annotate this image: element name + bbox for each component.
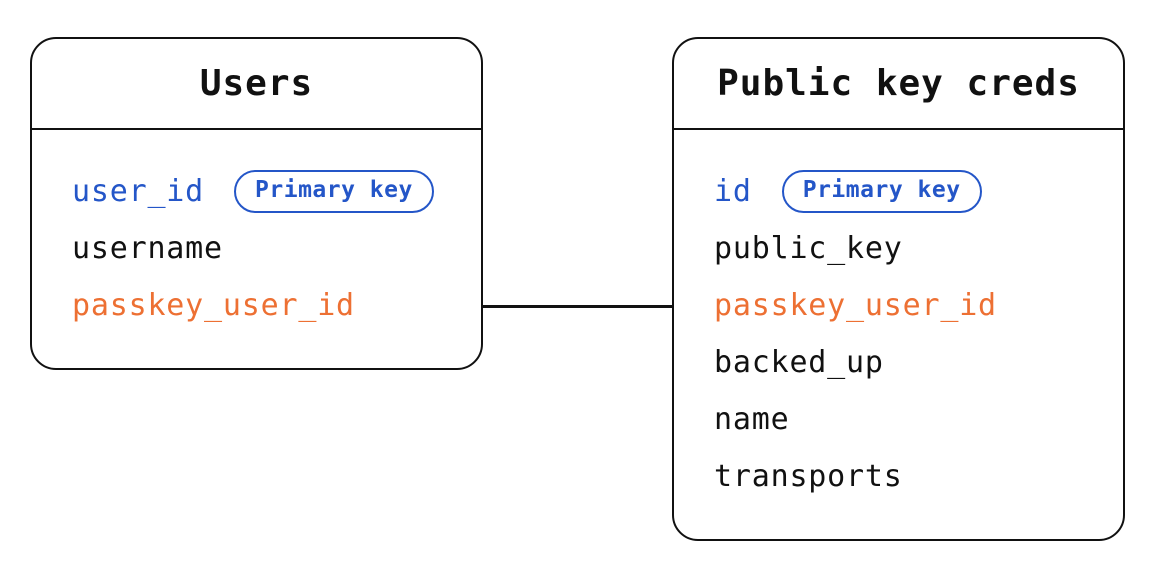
field-name: transports [714, 459, 903, 494]
field-name-row: name [714, 391, 1107, 448]
field-passkey-user-id: passkey_user_id [72, 277, 465, 334]
field-user-id: user_id Primary key [72, 163, 465, 220]
field-passkey-user-id: passkey_user_id [714, 277, 1107, 334]
field-public-key: public_key [714, 220, 1107, 277]
field-name: id [714, 174, 752, 209]
table-users-header: Users [32, 39, 481, 130]
table-public-key-creds: Public key creds id Primary key public_k… [672, 37, 1125, 541]
field-name: user_id [72, 174, 205, 209]
table-title: Users [199, 63, 314, 104]
table-public-key-creds-fields: id Primary key public_key passkey_user_i… [674, 130, 1123, 539]
field-id: id Primary key [714, 163, 1107, 220]
table-users-fields: user_id Primary key username passkey_use… [32, 130, 481, 368]
field-name: passkey_user_id [72, 288, 355, 323]
field-name: backed_up [714, 345, 884, 380]
primary-key-badge: Primary key [781, 170, 982, 213]
table-title: Public key creds [717, 63, 1080, 104]
primary-key-badge: Primary key [234, 170, 434, 213]
field-name: public_key [714, 231, 903, 266]
relationship-line [483, 305, 672, 308]
field-name: passkey_user_id [714, 288, 997, 323]
field-name: name [714, 402, 790, 437]
field-username: username [72, 220, 465, 277]
table-users: Users user_id Primary key username passk… [30, 37, 483, 370]
table-public-key-creds-header: Public key creds [674, 39, 1123, 130]
field-name: username [72, 231, 223, 266]
field-backed-up: backed_up [714, 334, 1107, 391]
field-transports: transports [714, 448, 1107, 505]
